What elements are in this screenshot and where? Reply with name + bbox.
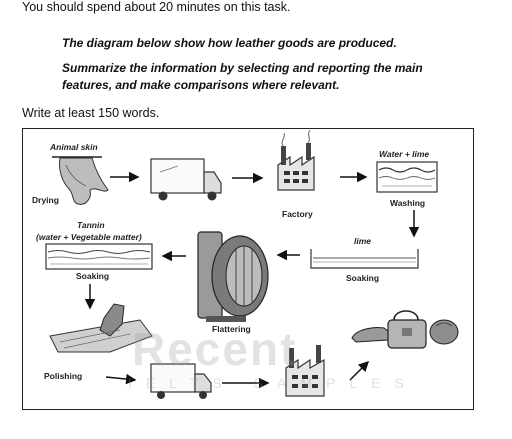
- factory-icon: [277, 129, 315, 191]
- word-count-requirement: Write at least 150 words.: [22, 106, 160, 120]
- label-soaking-left: Soaking: [76, 271, 110, 281]
- arrow-8: [105, 373, 137, 385]
- intro-text: You should spend about 20 minutes on thi…: [22, 0, 291, 14]
- label-washing: Washing: [390, 198, 426, 208]
- label-tannin: Tannin: [77, 220, 105, 230]
- label-lime: lime: [354, 236, 372, 246]
- lime-tank-icon: [310, 249, 419, 269]
- label-soaking-right: Soaking: [346, 273, 380, 283]
- task-description: The diagram below show how leather goods…: [62, 36, 397, 50]
- label-tannin-mix: (water + Vegetable matter): [36, 232, 142, 242]
- label-drying: Drying: [32, 195, 59, 205]
- tannin-tank-icon: [45, 243, 153, 270]
- factory-bottom-icon: [285, 345, 325, 397]
- watermark-subtext: IELTS SAMPLES: [128, 375, 418, 391]
- polishing-icon: [49, 303, 153, 353]
- label-polishing: Polishing: [44, 371, 83, 381]
- label-water-lime: Water + lime: [379, 149, 430, 159]
- truck-icon: [150, 158, 222, 201]
- animal-skin-icon: [52, 156, 109, 205]
- diagram-frame: [22, 128, 474, 410]
- arrow-10: [349, 360, 370, 381]
- label-animal-skin: Animal skin: [50, 142, 98, 152]
- label-flattering: Flattering: [212, 324, 251, 334]
- leather-goods-icon: [351, 310, 459, 349]
- flattening-machine-icon: [197, 231, 269, 322]
- truck-bottom-icon: [150, 363, 212, 399]
- task-instruction: Summarize the information by selecting a…: [62, 61, 423, 92]
- label-factory: Factory: [282, 209, 313, 219]
- watermark-logo: Recent: [132, 323, 298, 375]
- washing-tank-icon: [376, 161, 438, 193]
